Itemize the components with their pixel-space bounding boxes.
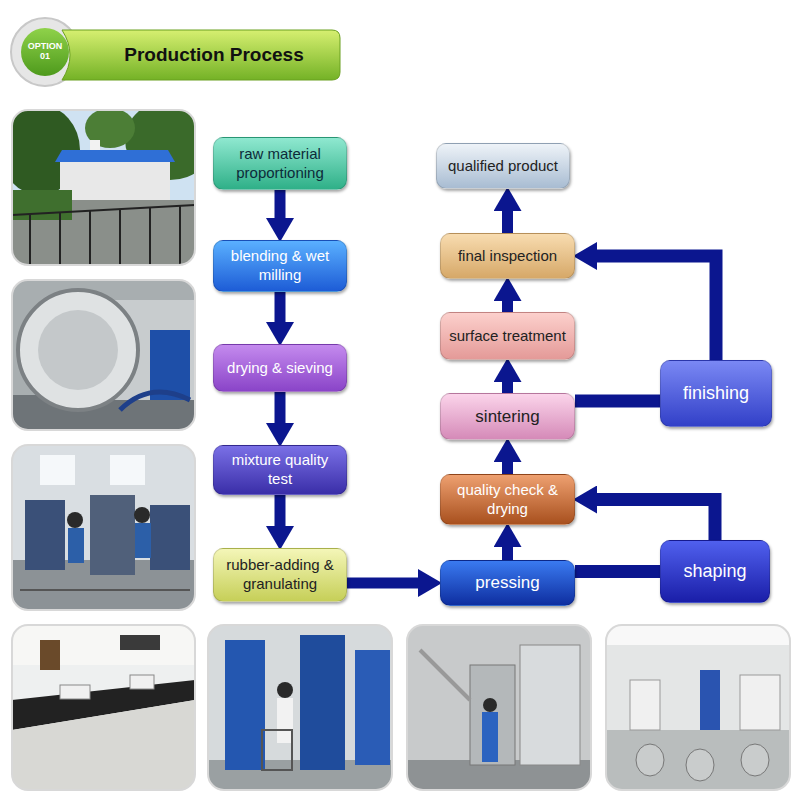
step-label: qualified product xyxy=(448,157,558,176)
flow-arrow xyxy=(502,211,513,233)
process-box: final inspection xyxy=(440,233,575,279)
process-box: finishing xyxy=(660,360,772,427)
flow-arrow xyxy=(575,395,660,408)
step-label: final inspection xyxy=(458,247,557,266)
photo-lab xyxy=(12,625,195,790)
photo-steel-machine xyxy=(407,625,591,790)
title-band xyxy=(62,30,340,80)
process-box: blending & wet milling xyxy=(213,240,347,292)
flow-arrow xyxy=(597,500,715,541)
step-label: shaping xyxy=(683,560,746,583)
process-box: rubber-adding & granulating xyxy=(213,548,347,602)
process-box: raw material proportioning xyxy=(213,137,347,190)
flow-arrow xyxy=(347,578,418,589)
photo-outdoor xyxy=(12,110,195,265)
flow-arrow xyxy=(502,301,513,312)
process-box: sintering xyxy=(440,393,575,440)
process-box: drying & sieving xyxy=(213,344,347,392)
flow-arrow xyxy=(275,392,286,423)
flow-arrow xyxy=(275,190,286,218)
title-tab xyxy=(11,18,340,86)
flow-arrow xyxy=(275,292,286,322)
step-label: pressing xyxy=(475,572,539,593)
title-text: Production Process xyxy=(92,30,336,80)
step-label: surface treatment xyxy=(449,327,566,346)
process-box: pressing xyxy=(440,560,575,606)
step-label: rubber-adding & granulating xyxy=(222,556,338,594)
process-box: mixture quality test xyxy=(213,445,347,495)
flow-arrow xyxy=(502,547,513,560)
flow-arrow xyxy=(502,462,513,474)
flow-arrow xyxy=(575,565,660,578)
step-label: finishing xyxy=(683,382,749,405)
process-box: quality check & drying xyxy=(440,474,575,525)
process-box: shaping xyxy=(660,540,770,603)
photo-furnace xyxy=(12,280,195,430)
flow-arrow xyxy=(502,382,513,393)
flow-arrow xyxy=(597,256,716,360)
process-box: surface treatment xyxy=(440,312,575,360)
step-label: raw material proportioning xyxy=(222,145,338,183)
flow-arrow xyxy=(275,495,286,526)
step-label: sintering xyxy=(475,406,539,427)
photo-workshop xyxy=(12,445,195,610)
process-box: qualified product xyxy=(436,143,570,189)
step-label: drying & sieving xyxy=(227,359,333,378)
photo-factory-floor xyxy=(606,625,790,790)
photo-frames xyxy=(12,110,790,790)
step-label: quality check & drying xyxy=(449,481,566,519)
option-badge: OPTION 01 xyxy=(21,28,69,76)
photo-presses xyxy=(208,625,392,790)
step-label: blending & wet milling xyxy=(222,247,338,285)
badge-text: OPTION 01 xyxy=(25,42,65,62)
step-label: mixture quality test xyxy=(222,451,338,489)
